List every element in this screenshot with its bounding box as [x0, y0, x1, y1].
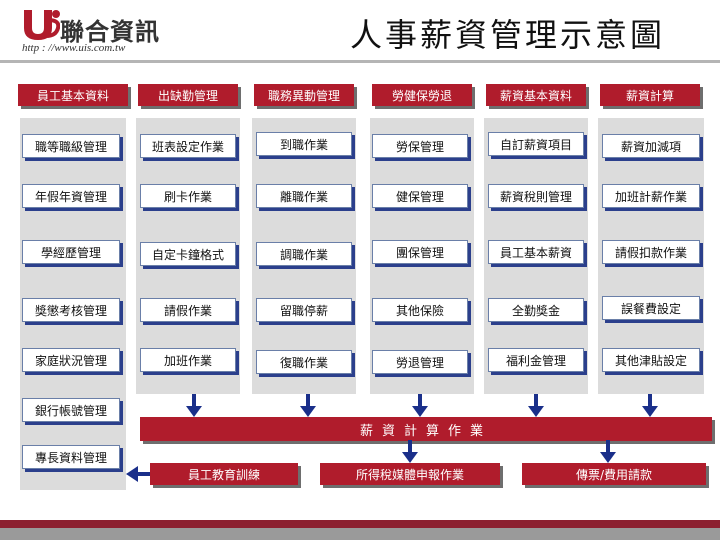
- column-header-position: 職務異動管理: [254, 84, 354, 106]
- footer-bar-red: [0, 520, 720, 528]
- item-group-insurance: 團保管理: [372, 240, 468, 264]
- down-arrow-icon: [640, 394, 660, 418]
- item-family-status: 家庭狀況管理: [22, 348, 120, 372]
- column-header-employee: 員工基本資料: [18, 84, 128, 106]
- item-clock-format: 自定卡鐘格式: [140, 242, 236, 266]
- header-divider: [0, 60, 720, 63]
- item-schedule-setting: 班表設定作業: [140, 134, 236, 158]
- item-health-insurance: 健保管理: [372, 184, 468, 208]
- item-overtime: 加班作業: [140, 348, 236, 372]
- item-leave-deduction: 請假扣款作業: [602, 240, 700, 264]
- item-pension: 勞退管理: [372, 350, 468, 374]
- item-resignation: 離職作業: [256, 184, 352, 208]
- item-base-salary: 員工基本薪資: [488, 240, 584, 264]
- item-tax-rules: 薪資稅則管理: [488, 184, 584, 208]
- down-arrow-icon: [184, 394, 204, 418]
- item-card-swipe: 刷卡作業: [140, 184, 236, 208]
- item-transfer: 調職作業: [256, 242, 352, 266]
- item-meal-allowance: 誤餐費設定: [602, 296, 700, 320]
- page-title: 人事薪資管理示意圖: [350, 16, 666, 54]
- item-other-allowances: 其他津貼設定: [602, 348, 700, 372]
- item-education: 學經歷管理: [22, 240, 120, 264]
- item-salary-adjustments: 薪資加減項: [602, 134, 700, 158]
- output-tax-filing: 所得稅媒體申報作業: [320, 463, 500, 485]
- column-header-salary-data: 薪資基本資料: [486, 84, 586, 106]
- item-onboarding: 到職作業: [256, 132, 352, 156]
- item-labor-insurance: 勞保管理: [372, 134, 468, 158]
- logo-url: http : //www.uis.com.tw: [22, 42, 126, 54]
- item-annual-leave: 年假年資管理: [22, 184, 120, 208]
- uis-logo-icon: [20, 6, 61, 40]
- down-arrow-icon: [526, 394, 546, 418]
- item-unpaid-leave: 留職停薪: [256, 298, 352, 322]
- output-training: 員工教育訓練: [150, 463, 298, 485]
- item-overtime-pay: 加班計薪作業: [602, 184, 700, 208]
- down-arrow-icon: [598, 440, 618, 464]
- column-header-attendance: 出缺勤管理: [138, 84, 238, 106]
- item-leave-request: 請假作業: [140, 298, 236, 322]
- item-reinstatement: 復職作業: [256, 350, 352, 374]
- item-custom-salary-items: 自訂薪資項目: [488, 132, 584, 156]
- item-attendance-bonus: 全勤獎金: [488, 298, 584, 322]
- item-rank-level: 職等職級管理: [22, 134, 120, 158]
- item-reward-review: 獎懲考核管理: [22, 298, 120, 322]
- item-bank-account: 銀行帳號管理: [22, 398, 120, 422]
- down-arrow-icon: [410, 394, 430, 418]
- down-arrow-icon: [298, 394, 318, 418]
- left-arrow-icon: [126, 464, 152, 484]
- item-skills: 專長資料管理: [22, 445, 120, 469]
- footer-bar-gray: [0, 528, 720, 540]
- column-header-insurance: 勞健保勞退: [372, 84, 472, 106]
- output-voucher-expense: 傳票/費用請款: [522, 463, 706, 485]
- column-header-salary-calc: 薪資計算: [600, 84, 700, 106]
- salary-calc-bar: 薪資計算作業: [140, 417, 712, 441]
- item-welfare-fund: 福利金管理: [488, 348, 584, 372]
- item-other-insurance: 其他保險: [372, 298, 468, 322]
- down-arrow-icon: [400, 440, 420, 464]
- logo-name: 聯合資訊: [60, 18, 160, 46]
